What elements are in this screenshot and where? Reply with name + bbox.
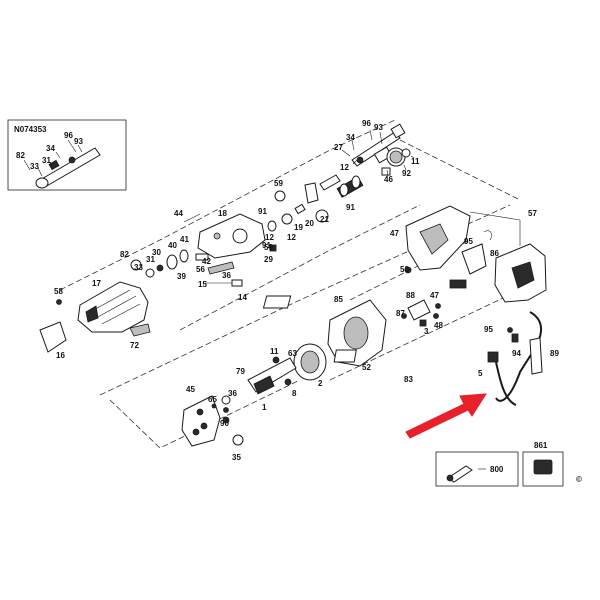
spindle-assembly xyxy=(267,175,364,252)
part-label: 47 xyxy=(430,291,439,300)
part-label: 1 xyxy=(262,403,267,412)
part-label: 94 xyxy=(512,349,521,358)
part-label: 29 xyxy=(264,255,273,264)
part-label: 47 xyxy=(390,229,399,238)
motor-armature-stator xyxy=(247,299,387,395)
part-label: 12 xyxy=(287,233,296,242)
nose-boot-17 xyxy=(39,281,151,353)
part-label: 85 xyxy=(334,295,343,304)
part-label: 34 xyxy=(346,133,355,142)
part-label: 35 xyxy=(232,453,241,462)
part-label: 58 xyxy=(54,287,63,296)
gear-housing-18 xyxy=(183,213,266,259)
part-label: 2 xyxy=(318,379,323,388)
part-label: 91 xyxy=(346,203,355,212)
part-label: 15 xyxy=(198,280,207,289)
part-label: 48 xyxy=(434,321,443,330)
part-label: 11 xyxy=(411,157,420,166)
part-label: 42 xyxy=(202,257,211,266)
part-label: 91 xyxy=(262,241,271,250)
switch-area xyxy=(262,295,441,327)
part-label: 19 xyxy=(294,223,303,232)
inset-part-label: 93 xyxy=(74,137,83,146)
part-label: 39 xyxy=(177,272,186,281)
part-label: 87 xyxy=(396,309,405,318)
part-label: 52 xyxy=(362,363,371,372)
gear-shaft-top xyxy=(319,123,411,191)
part-label: 57 xyxy=(528,209,537,218)
part-label: 82 xyxy=(120,250,129,259)
inset-part-label: 96 xyxy=(64,131,73,140)
part-label: 20 xyxy=(305,219,314,228)
part-label: 91 xyxy=(258,207,267,216)
part-label: 31 xyxy=(146,255,155,264)
part-label: 44 xyxy=(174,209,183,218)
part-label: 93 xyxy=(374,123,383,132)
inset-part-label: 31 xyxy=(42,156,51,165)
part-label: 3 xyxy=(424,327,429,336)
part-label: 79 xyxy=(236,367,245,376)
part-label: 96 xyxy=(362,119,371,128)
part-label: 18 xyxy=(218,209,227,218)
part-label: 14 xyxy=(238,293,247,302)
inset-shaft-assembly xyxy=(35,147,101,189)
inset-part-label: 34 xyxy=(46,144,55,153)
kit-800-label: 800 xyxy=(490,465,504,474)
part-label: 95 xyxy=(484,325,493,334)
copyright-symbol: © xyxy=(576,475,582,484)
part-label: 59 xyxy=(264,243,273,252)
part-label: 59 xyxy=(274,179,283,188)
part-label: 95 xyxy=(464,237,473,246)
front-gearbox-parts xyxy=(130,249,412,287)
part-label: 89 xyxy=(550,349,559,358)
part-label: 50 xyxy=(400,265,409,274)
part-label: 17 xyxy=(92,279,101,288)
part-label: 63 xyxy=(288,349,297,358)
part-label: 12 xyxy=(265,233,274,242)
part-label: 12 xyxy=(340,163,349,172)
part-label: 41 xyxy=(180,235,189,244)
kit-box-800: 800 xyxy=(435,451,519,487)
part-label: 8 xyxy=(292,389,297,398)
part-label: 33 xyxy=(134,263,143,272)
inset-part-label: 82 xyxy=(16,151,25,160)
inset-box: N074353 96 93 34 31 82 33 xyxy=(7,119,127,191)
part-label: 40 xyxy=(168,241,177,250)
part-label: 72 xyxy=(130,341,139,350)
kit-box-861: 861 xyxy=(522,441,564,487)
part-label: 11 xyxy=(270,347,279,356)
part-label: 30 xyxy=(152,248,161,257)
part-label: 21 xyxy=(320,215,329,224)
part-label: 90 xyxy=(220,419,229,428)
part-label: 27 xyxy=(334,143,343,152)
handle-housing-57 xyxy=(405,205,547,303)
part-label: 86 xyxy=(490,249,499,258)
inset-reference: N074353 xyxy=(14,125,47,134)
kit-861-label: 861 xyxy=(534,441,548,450)
part-label: 56 xyxy=(196,265,205,274)
inset-frame xyxy=(7,119,127,191)
part-label: 88 xyxy=(406,291,415,300)
part-label: 92 xyxy=(402,169,411,178)
part-label: 45 xyxy=(186,385,195,394)
red-arrow-indicator xyxy=(405,393,487,439)
part-label: 36 xyxy=(228,389,237,398)
rear-bearing-plate xyxy=(181,395,244,447)
power-cord-assembly xyxy=(487,311,543,406)
part-label: 5 xyxy=(478,369,483,378)
part-label: 65 xyxy=(208,395,217,404)
part-label: 46 xyxy=(384,175,393,184)
inset-part-label: 33 xyxy=(30,162,39,171)
part-label: 83 xyxy=(404,375,413,384)
part-label: 36 xyxy=(222,271,231,280)
part-label: 16 xyxy=(56,351,65,360)
